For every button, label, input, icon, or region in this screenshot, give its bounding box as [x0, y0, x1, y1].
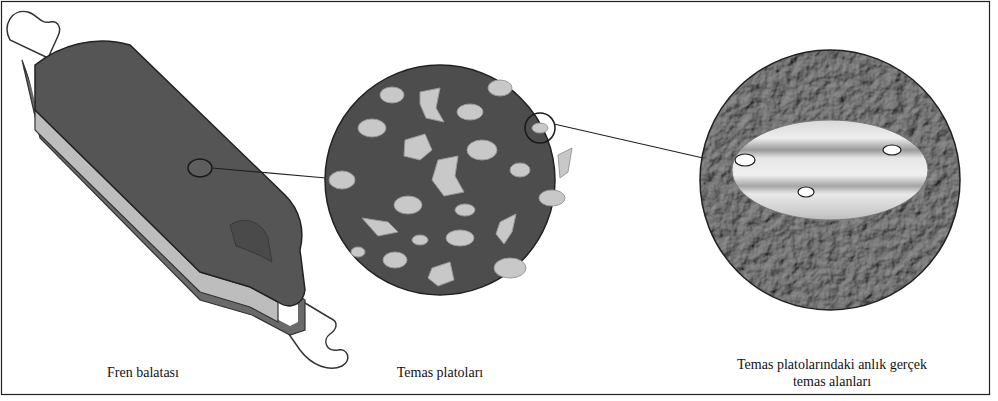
caption-label: Temas platoları [340, 364, 540, 381]
contact-plateau-view [325, 65, 572, 295]
caption-label: Fren balatası [53, 364, 233, 381]
caption-label: Temas platolarındaki anlık gerçek temas … [727, 356, 937, 390]
zoom-line [212, 168, 326, 178]
frame [2, 2, 990, 395]
zoom-line [554, 124, 703, 158]
brake-pad [7, 11, 348, 368]
real-contact-view [700, 50, 960, 310]
